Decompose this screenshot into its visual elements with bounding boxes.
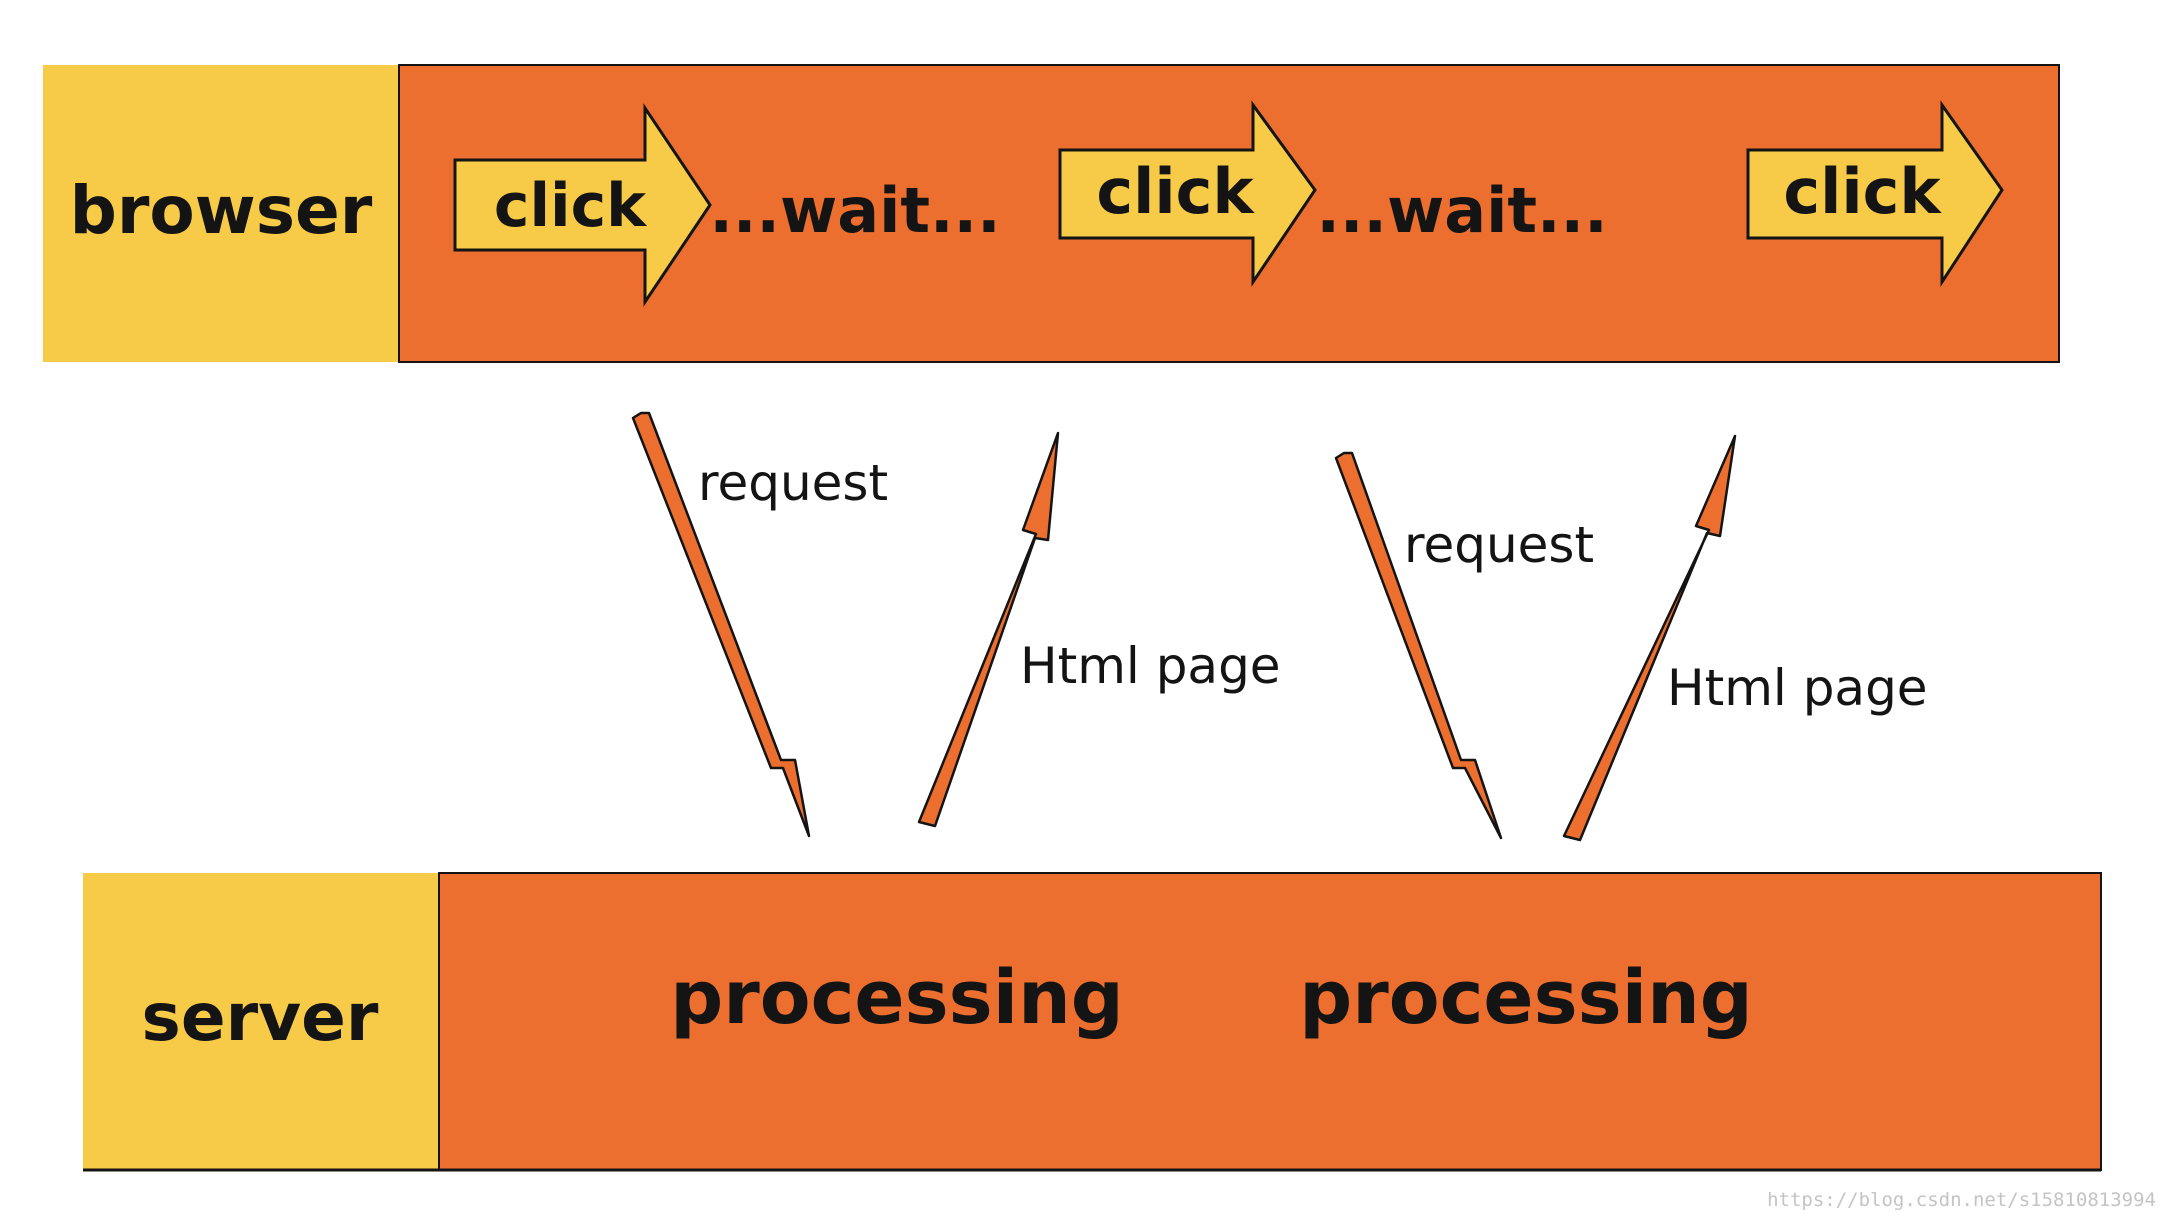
- wait-label-1: ...wait...: [709, 174, 1000, 247]
- wait-label-2: ...wait...: [1316, 174, 1607, 247]
- response-label-1: Html page: [1020, 637, 1281, 695]
- watermark: https://blog.csdn.net/s15810813994: [1767, 1189, 2156, 1211]
- click-label-1: click: [494, 171, 648, 241]
- processing-label-1: processing: [670, 955, 1123, 1041]
- request-label-1: request: [698, 454, 888, 512]
- browser-label-block: [43, 65, 399, 362]
- click-arrow-1-shape: [453, 103, 712, 307]
- click-arrow-3-shape: [1746, 100, 2004, 288]
- request-arrow-1: [631, 411, 811, 838]
- browser-lane: browser click ...wait... click ...wait..…: [43, 64, 2060, 363]
- click-arrow-2: click: [1058, 100, 1317, 287]
- server-lane: server processing processing: [83, 872, 2102, 1172]
- server-label-block: [83, 873, 439, 1170]
- server-timeline-bar: [438, 872, 2102, 1171]
- click-label-3: click: [1783, 155, 1942, 228]
- browser-label: browser: [70, 172, 373, 249]
- request-label-2: request: [1404, 516, 1594, 574]
- processing-label-2: processing: [1299, 955, 1752, 1041]
- response-label-2: Html page: [1667, 659, 1928, 717]
- click-label-2: click: [1096, 155, 1255, 228]
- response-arrow-1: [917, 431, 1060, 828]
- response-arrow-2: [1562, 434, 1737, 842]
- click-arrow-3: click: [1746, 100, 2004, 288]
- click-arrow-2-shape: [1058, 100, 1317, 287]
- request-arrow-2: [1334, 451, 1503, 840]
- message-arrows: request Html page request Html page: [631, 411, 1928, 842]
- click-arrow-1: click: [453, 103, 712, 307]
- server-label: server: [142, 979, 379, 1056]
